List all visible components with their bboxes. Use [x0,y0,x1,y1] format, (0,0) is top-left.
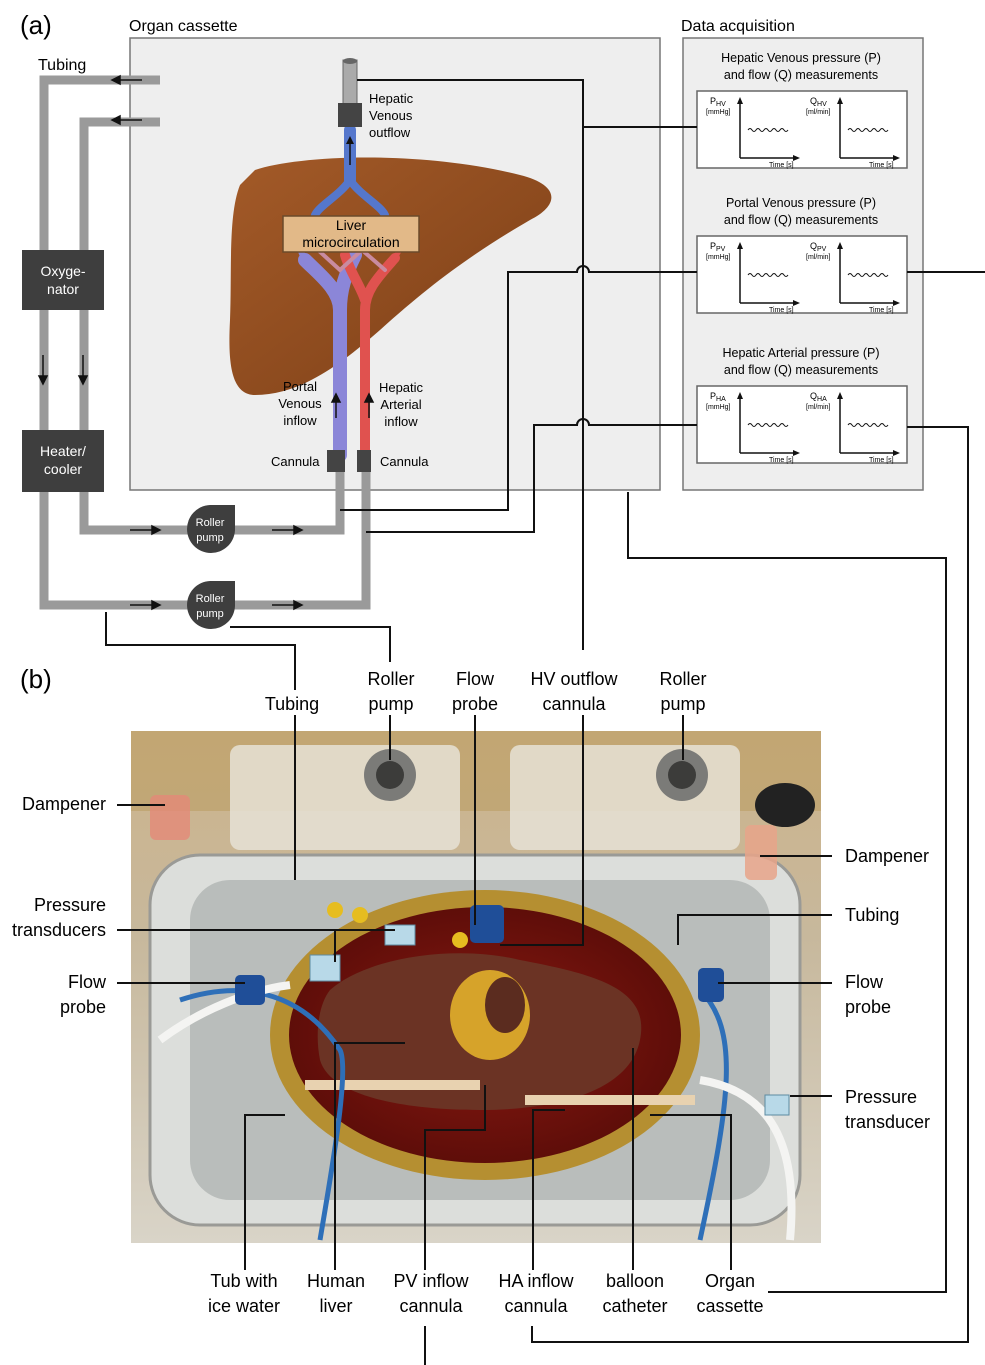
top-label-2: probe [452,694,498,714]
left-label-1: Pressure [34,895,106,915]
roller-pump-2-label-2: pump [196,608,224,620]
bottom-label-0: ice water [208,1296,280,1316]
bottom-label-2: PV inflow [393,1271,469,1291]
pressure-unit: [mmHg] [706,254,731,261]
bottom-label-5: Organ [705,1271,755,1291]
pressure-unit: [mmHg] [706,109,731,116]
measurement-panel-ha: Hepatic Arterial pressure (P) and flow (Q… [697,346,907,464]
right-label-2: probe [845,997,891,1017]
pressure-unit: [mmHg] [706,404,731,411]
panel-title-2: and flow (Q) measurements [724,363,878,377]
panel-title-2: and flow (Q) measurements [724,213,878,227]
right-label-3: Pressure [845,1087,917,1107]
bottom-label-3: cannula [504,1296,568,1316]
flow-unit: [ml/min] [806,404,831,411]
liver-micro-label-2: microcirculation [302,234,399,250]
roller-pump-1-label-2: pump [196,532,224,544]
flow-unit: [ml/min] [806,109,831,116]
top-label-0: Tubing [265,694,319,714]
bottom-label-4: balloon [606,1271,664,1291]
bottom-label-4: catheter [602,1296,667,1316]
panel-a-label: (a) [20,10,52,40]
bottom-label-0: Tub with [210,1271,277,1291]
hv-outflow-label-2: Venous [369,108,413,123]
oxygenator-label-1: Oxyge- [40,263,85,279]
panel-b-label: (b) [20,664,52,694]
ha-cannula-block [357,450,371,472]
time-axis-label: Time [s] [869,162,894,169]
pv-cannula-block [327,450,345,472]
top-label-3: HV outflow [530,669,618,689]
organ-cassette-title: Organ cassette [129,18,238,35]
hv-outflow-label-3: outflow [369,125,411,140]
hv-cannula-block [338,103,362,127]
right-label-2: Flow [845,972,884,992]
ha-inflow-label-1: Hepatic [379,380,424,395]
measurement-panels: Hepatic Venous pressure (P) and flow (Q) … [697,51,907,464]
cannula-right-label: Cannula [380,454,429,469]
panel-title-1: Hepatic Venous pressure (P) [721,51,881,65]
time-axis-label: Time [s] [869,457,894,464]
time-axis-label: Time [s] [769,307,794,314]
time-axis-label: Time [s] [769,162,794,169]
heater-cooler-label-2: cooler [44,461,82,477]
bottom-label-1: liver [319,1296,352,1316]
panel-title-1: Portal Venous pressure (P) [726,196,876,210]
bottom-label-3: HA inflow [498,1271,574,1291]
liver-micro-label-1: Liver [336,217,367,233]
top-label-4: pump [660,694,705,714]
pv-inflow-label-1: Portal [283,379,317,394]
oxygenator-box [22,250,104,310]
data-acquisition-title: Data acquisition [681,18,795,35]
right-label-0: Dampener [845,846,929,866]
bottom-label-5: cassette [696,1296,763,1316]
cannula-left-label: Cannula [271,454,320,469]
top-label-3: cannula [542,694,606,714]
ha-inflow-label-2: Arterial [380,397,421,412]
flow-unit: [ml/min] [806,254,831,261]
time-axis-label: Time [s] [769,457,794,464]
right-label-1: Tubing [845,905,899,925]
hv-outflow-label-1: Hepatic [369,91,414,106]
right-label-3: transducer [845,1112,930,1132]
left-label-2: probe [60,997,106,1017]
panel-title-1: Hepatic Arterial pressure (P) [722,346,879,360]
roller-pump-2-label-1: Roller [196,593,225,605]
bottom-label-2: cannula [399,1296,463,1316]
top-label-4: Roller [659,669,706,689]
panel-title-2: and flow (Q) measurements [724,68,878,82]
pv-inflow-label-3: inflow [283,413,317,428]
top-label-2: Flow [456,669,495,689]
time-axis-label: Time [s] [869,307,894,314]
measurement-panel-hv: Hepatic Venous pressure (P) and flow (Q) … [697,51,907,169]
top-label-1: pump [368,694,413,714]
left-label-2: Flow [68,972,107,992]
top-label-1: Roller [367,669,414,689]
ha-inflow-label-3: inflow [384,414,418,429]
left-label-0: Dampener [22,794,106,814]
left-label-1: transducers [12,920,106,940]
hv-outflow-tube [343,60,357,110]
pv-inflow-label-2: Venous [278,396,322,411]
tubing-label-a: Tubing [38,57,86,74]
bottom-label-1: Human [307,1271,365,1291]
measurement-panel-pv: Portal Venous pressure (P) and flow (Q) m… [697,196,907,314]
roller-pump-1-label-1: Roller [196,517,225,529]
oxygenator-label-2: nator [47,281,79,297]
heater-cooler-label-1: Heater/ [40,443,86,459]
